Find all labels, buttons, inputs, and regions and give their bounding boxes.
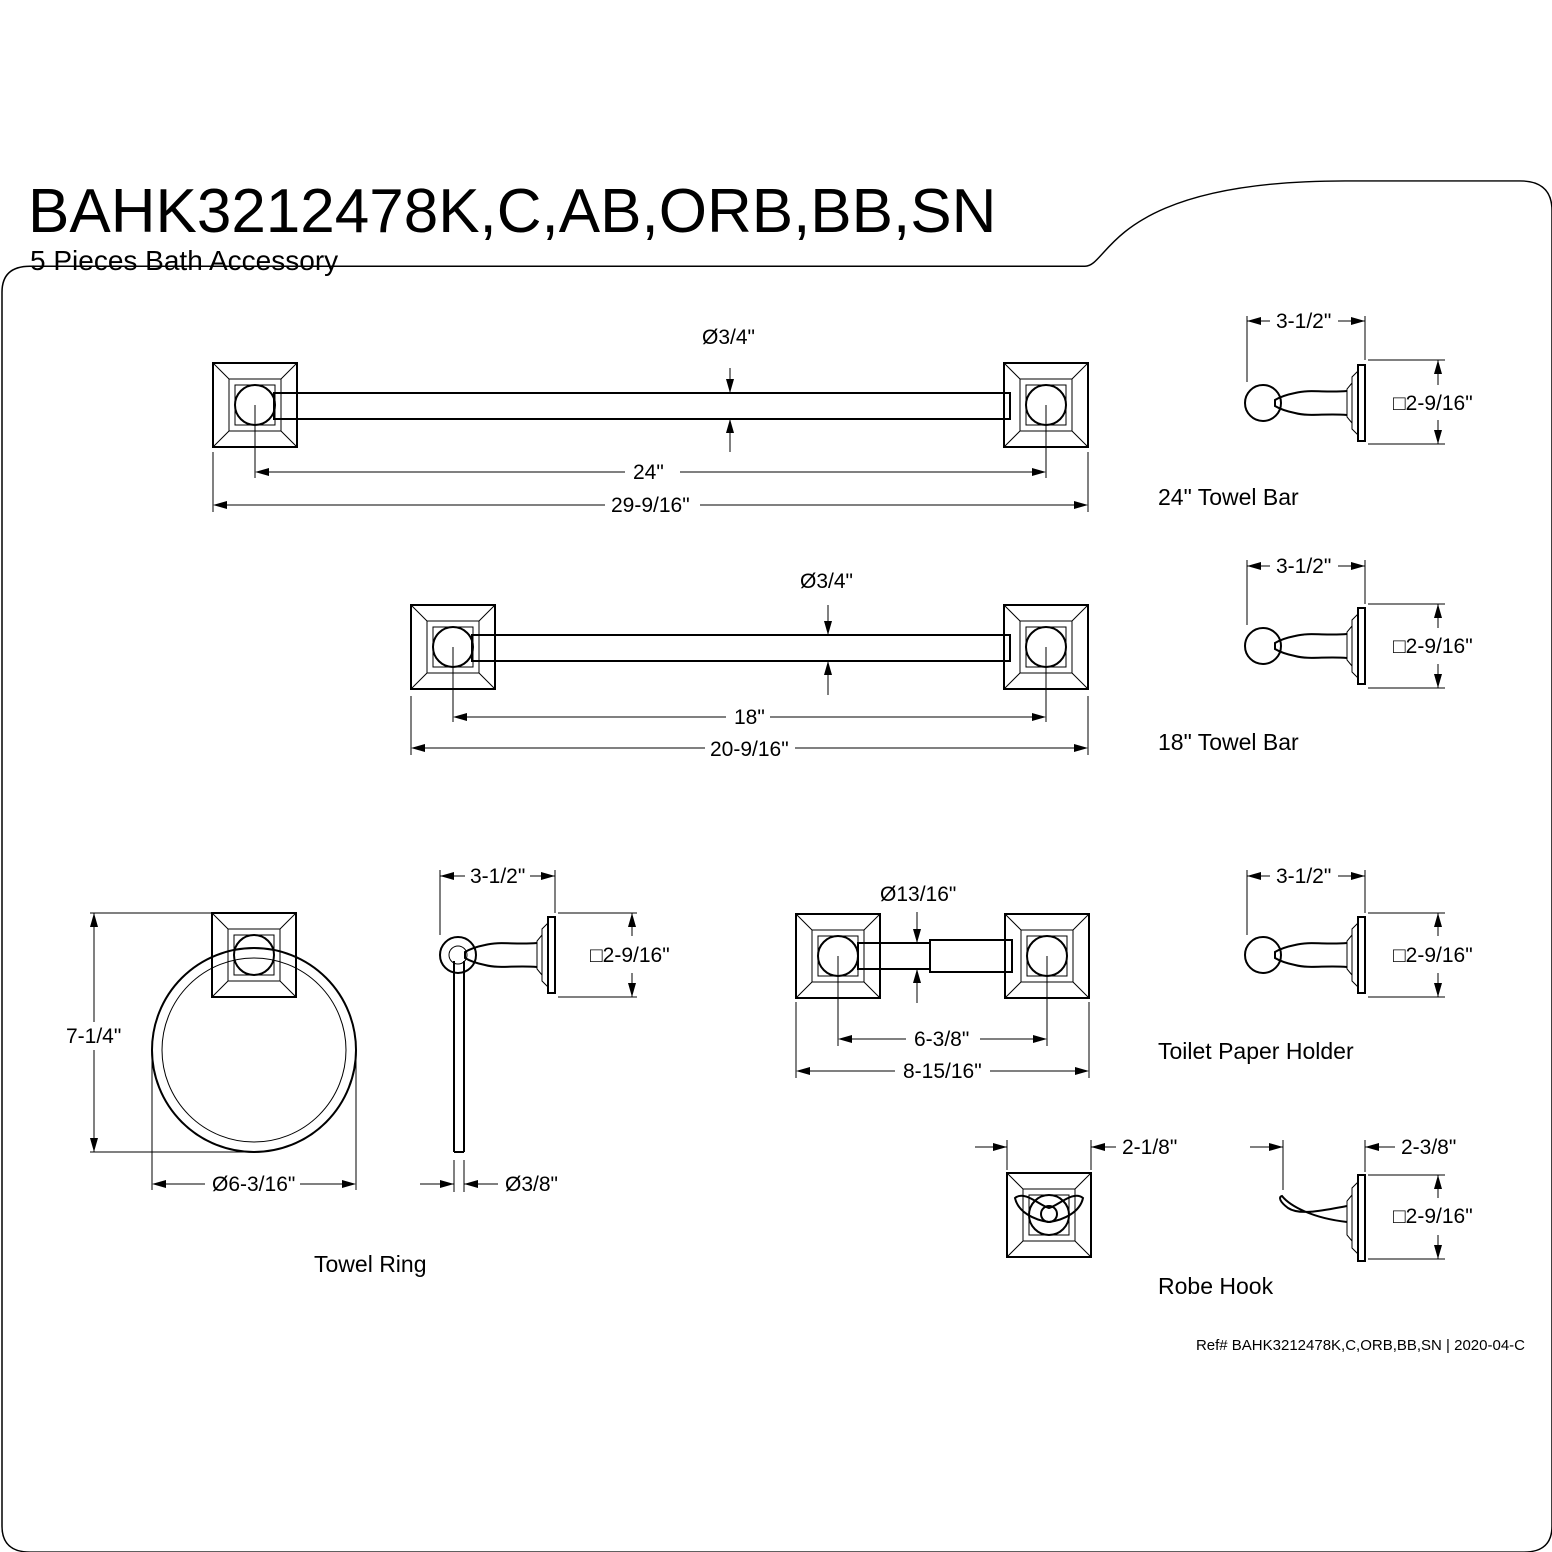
toilet-paper-holder: Ø13/16" 6-3/8" 8-15/16" [795,883,1090,1083]
towel-bar-24-overall: 29-9/16" [611,494,690,517]
model-title: BAHK3212478K,C,AB,ORB,BB,SN [28,177,996,246]
towel-bar-18-base: □2-9/16" [1393,635,1473,658]
robe-hook-label: Robe Hook [1158,1273,1274,1299]
footer-ref: Ref# BAHK3212478K,C,ORB,BB,SN | 2020-04-… [1196,1337,1525,1354]
robe-hook-projection: 2-3/8" [1401,1136,1456,1159]
toilet-paper-holder-overall: 8-15/16" [903,1060,982,1083]
towel-ring-base: □2-9/16" [590,944,670,967]
robe-hook-base: □2-9/16" [1393,1205,1473,1228]
towel-ring-rod-diameter: Ø3/8" [505,1173,558,1196]
toilet-paper-holder-side: 3-1/2" □2-9/16" Toilet Paper Holder [1158,865,1473,1064]
towel-ring-height: 7-1/4" [66,1025,121,1048]
towel-ring-side: 3-1/2" □2-9/16" Ø3/8" [420,865,670,1196]
robe-hook-width: 2-1/8" [1122,1136,1177,1159]
towel-bar-24-base: □2-9/16" [1393,392,1473,415]
towel-bar-18: Ø3/4" 18" 20-9/16" [410,570,1089,761]
towel-bar-18-center: 18" [734,706,765,729]
toilet-paper-holder-label: Toilet Paper Holder [1158,1038,1354,1064]
subtitle: 5 Pieces Bath Accessory [30,245,338,276]
towel-ring: 7-1/4" Ø6-3/16" Towel Ring [66,912,427,1277]
towel-bar-18-projection: 3-1/2" [1276,555,1331,578]
towel-bar-18-side: 3-1/2" □2-9/16" 18" Towel Bar [1158,555,1473,755]
towel-ring-projection: 3-1/2" [470,865,525,888]
towel-bar-18-diameter: Ø3/4" [800,570,853,593]
robe-hook-front: 2-1/8" [975,1136,1177,1258]
towel-ring-label: Towel Ring [314,1251,427,1277]
towel-bar-24-projection: 3-1/2" [1276,310,1331,333]
toilet-paper-holder-projection: 3-1/2" [1276,865,1331,888]
towel-bar-24: Ø3/4" 24" 29-9/16" [212,326,1089,517]
robe-hook-side: 2-3/8" □2-9/16" Robe Hook [1158,1136,1473,1299]
towel-bar-24-diameter: Ø3/4" [702,326,755,349]
towel-ring-diameter: Ø6-3/16" [212,1173,295,1196]
toilet-paper-holder-center: 6-3/8" [914,1028,969,1051]
toilet-paper-holder-base: □2-9/16" [1393,944,1473,967]
sheet-frame [1,180,1552,1552]
towel-bar-24-side: 3-1/2" □2-9/16" 24" Towel Bar [1158,310,1473,510]
towel-bar-18-label: 18" Towel Bar [1158,729,1299,755]
towel-bar-18-overall: 20-9/16" [710,738,789,761]
towel-bar-24-label: 24" Towel Bar [1158,484,1299,510]
towel-bar-24-center: 24" [633,461,664,484]
toilet-paper-holder-diameter: Ø13/16" [880,883,956,906]
